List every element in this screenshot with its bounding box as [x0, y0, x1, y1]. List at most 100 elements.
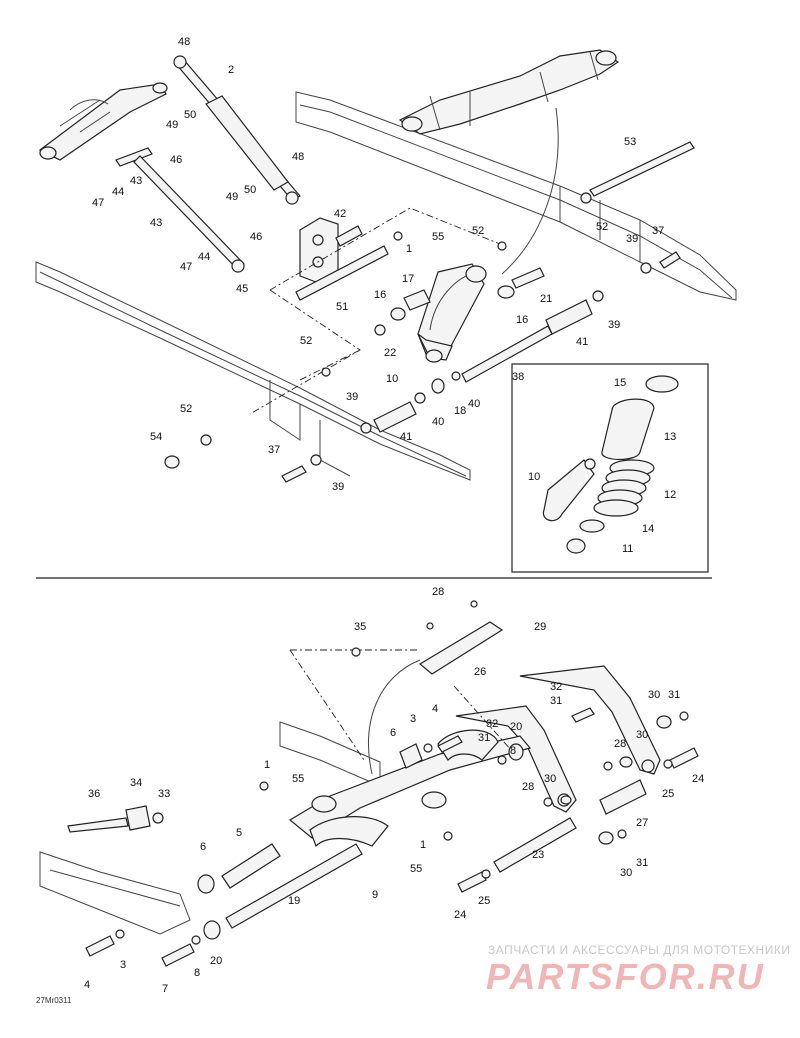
callout-c28b: 28 [614, 738, 626, 750]
callout-c15: 15 [614, 377, 626, 389]
callout-c30c: 30 [544, 773, 556, 785]
callout-c50b: 50 [244, 184, 256, 196]
callout-c31a: 31 [550, 695, 562, 707]
lower-axle-tubes [360, 290, 604, 434]
bushings-upper [374, 231, 545, 336]
figure-code: 27Mr0311 [36, 996, 72, 1005]
callout-c47a: 47 [92, 197, 104, 209]
callout-c27: 27 [636, 817, 648, 829]
side-plate-brackets [455, 665, 661, 813]
callout-c1b: 1 [264, 759, 270, 771]
callout-c28a: 28 [432, 586, 444, 598]
callout-c55a: 55 [432, 231, 444, 243]
callout-c25a: 25 [662, 788, 674, 800]
callout-c22: 22 [384, 347, 396, 359]
callout-c28c: 28 [522, 781, 534, 793]
rear-suspension-arm [288, 729, 532, 848]
callout-c39c: 39 [346, 391, 358, 403]
callout-c29: 29 [534, 621, 546, 633]
callout-c43b: 43 [150, 217, 162, 229]
callout-c36: 36 [88, 788, 100, 800]
callout-c46b: 46 [250, 231, 262, 243]
callout-c52b: 52 [596, 221, 608, 233]
callout-c5: 5 [236, 827, 242, 839]
callout-c11: 11 [622, 543, 633, 555]
callout-c25b: 25 [478, 895, 490, 907]
callout-c23: 23 [532, 849, 544, 861]
callout-c52c: 52 [300, 335, 312, 347]
callout-c34: 34 [130, 777, 142, 789]
callout-c7: 7 [162, 983, 168, 995]
callout-c55b: 55 [292, 773, 304, 785]
watermark-tagline: ЗАПЧАСТИ И АКСЕССУАРЫ ДЛЯ МОТОТЕХНИКИ [488, 943, 791, 957]
callout-c46a: 46 [170, 154, 182, 166]
watermark-logo-text: PARTSFOR.RU [486, 956, 765, 997]
reference-arrow-lower [368, 659, 421, 775]
axle-rod-upper [580, 141, 695, 274]
callout-c32a: 32 [550, 681, 562, 693]
callout-c37a: 37 [652, 225, 664, 237]
callout-c26: 26 [474, 666, 486, 678]
upper-mount-bracket [418, 600, 504, 675]
callout-c49a: 49 [166, 119, 178, 131]
callout-c48a: 48 [178, 36, 190, 48]
callout-c31c: 31 [478, 732, 490, 744]
callout-c8a: 8 [510, 745, 516, 757]
callout-c10a: 10 [386, 373, 398, 385]
callout-c37b: 37 [268, 444, 280, 456]
callout-c43a: 43 [130, 175, 142, 187]
callout-c17: 17 [402, 273, 414, 285]
callout-c24b: 24 [454, 909, 466, 921]
callout-c6b: 6 [200, 841, 206, 853]
callout-c40b: 40 [432, 416, 444, 428]
callout-c47b: 47 [180, 261, 192, 273]
callout-c1c: 1 [420, 839, 426, 851]
callout-c19: 19 [288, 895, 300, 907]
callout-c40a: 40 [468, 398, 480, 410]
callout-c16b: 16 [516, 314, 528, 326]
callout-c18: 18 [454, 405, 466, 417]
callout-c30d: 30 [620, 867, 632, 879]
callout-c41b: 41 [400, 431, 412, 443]
callout-c39b: 39 [608, 319, 620, 331]
callout-c14: 14 [642, 523, 654, 535]
callout-c54: 54 [150, 431, 162, 443]
callout-c39a: 39 [626, 233, 638, 245]
shock-bracket [299, 217, 363, 283]
callout-c49b: 49 [226, 191, 238, 203]
callout-c3a: 3 [410, 713, 416, 725]
callout-c33: 33 [158, 788, 170, 800]
callout-c50a: 50 [184, 109, 196, 121]
callout-c10b: 10 [528, 471, 540, 483]
reference-arrow-upper [501, 107, 559, 275]
callout-c55c: 55 [410, 863, 422, 875]
callout-c21: 21 [540, 293, 552, 305]
callout-c20a: 20 [510, 721, 522, 733]
callout-c38: 38 [512, 371, 524, 383]
callout-c41a: 41 [576, 336, 588, 348]
callout-c9: 9 [372, 889, 378, 901]
upper-frame-rail-left [35, 261, 471, 481]
callout-c44a: 44 [112, 186, 124, 198]
left-fasteners-upper [164, 367, 331, 483]
front-shock-absorber [417, 263, 487, 363]
callout-c12: 12 [664, 489, 676, 501]
callout-c32b: 32 [486, 718, 498, 730]
rear-shock-absorber [173, 55, 301, 205]
rear-arm-assembly [38, 82, 168, 161]
callout-c24a: 24 [692, 773, 704, 785]
assembly-outline-upper [249, 207, 501, 415]
inset-box [511, 363, 709, 573]
front-arm-assembly [398, 49, 620, 135]
callout-c13: 13 [664, 431, 676, 443]
callout-c45: 45 [236, 283, 248, 295]
callout-c16a: 16 [374, 289, 386, 301]
linkage-rods [115, 147, 245, 273]
callout-c3b: 3 [120, 959, 126, 971]
inset-spring-coils [593, 459, 655, 517]
callout-c39d: 39 [332, 481, 344, 493]
upper-frame-rail-right [295, 91, 737, 301]
